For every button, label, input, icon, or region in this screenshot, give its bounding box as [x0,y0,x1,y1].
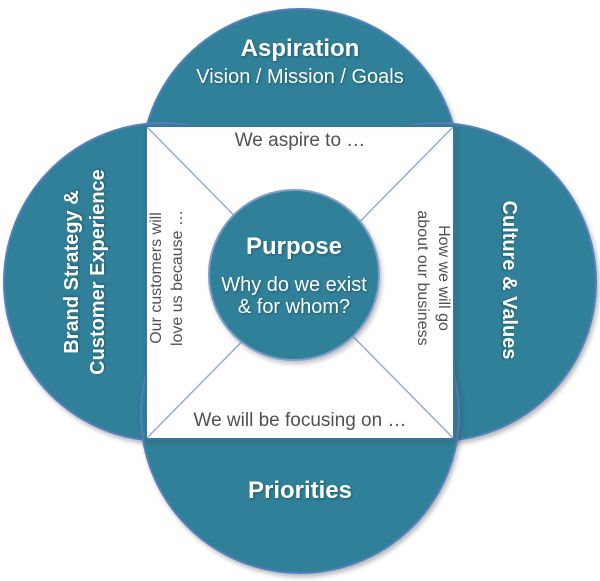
quadrant-label-focusing: We will be focusing on … [193,410,407,431]
priorities-title: Priorities [247,477,353,504]
quadrant-label-customers-line1: Our customers will [148,212,165,344]
aspiration-label: Aspiration Vision / Mission / Goals [145,34,455,90]
culture-values-label: Culture & Values [494,130,524,430]
brand-strategy-title-line1: Brand Strategy & [61,190,83,354]
quadrant-label-aspire: We aspire to … [234,130,366,151]
purpose-subtitle-line1: Why do we exist [221,273,367,296]
quadrant-label-business-line2: about our business [414,210,431,346]
purpose-title: Purpose [245,232,343,260]
purpose-circle: Purpose Why do we exist & for whom? [208,189,380,361]
culture-values-title: Culture & Values [498,200,520,360]
brand-strategy-label: Brand Strategy & Customer Experience [55,122,115,422]
quadrant-label-customers-line2: love us because … [169,209,186,347]
aspiration-subtitle: Vision / Mission / Goals [196,66,404,88]
purpose-subtitle-line2: & for whom? [237,295,351,318]
quadrant-label-customers: Our customers will love us because … [145,158,189,398]
aspiration-title: Aspiration [240,35,360,62]
priorities-label: Priorities [145,476,455,506]
quadrant-label-business: How we will go about our business [411,158,455,398]
brand-strategy-title-line2: Customer Experience [87,169,109,375]
quadrant-label-business-line1: How we will go [435,225,452,331]
